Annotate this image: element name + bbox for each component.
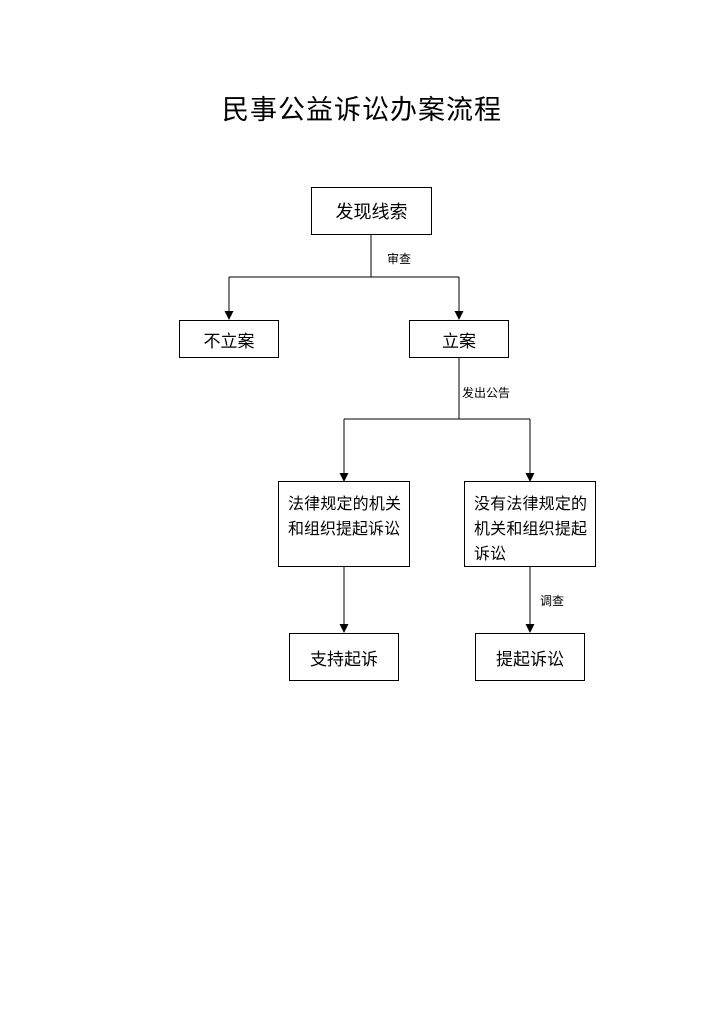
edge-label-review: 审查 [387,252,412,266]
page-title: 民事公益诉讼办案流程 [222,95,502,126]
node-discover: 发现线索 [311,187,432,235]
node-support-suit: 支持起诉 [289,633,399,681]
node-not-filed: 不立案 [179,320,279,358]
node-filed: 立案 [409,320,509,358]
edge-label-announce: 发出公告 [462,386,511,400]
node-file-suit: 提起诉讼 [475,633,585,681]
node-legal-org: 法律规定的机关和组织提起诉讼 [278,481,410,567]
edge-label-investigate: 调查 [540,594,565,608]
node-no-legal-org: 没有法律规定的机关和组织提起诉讼 [464,481,596,567]
